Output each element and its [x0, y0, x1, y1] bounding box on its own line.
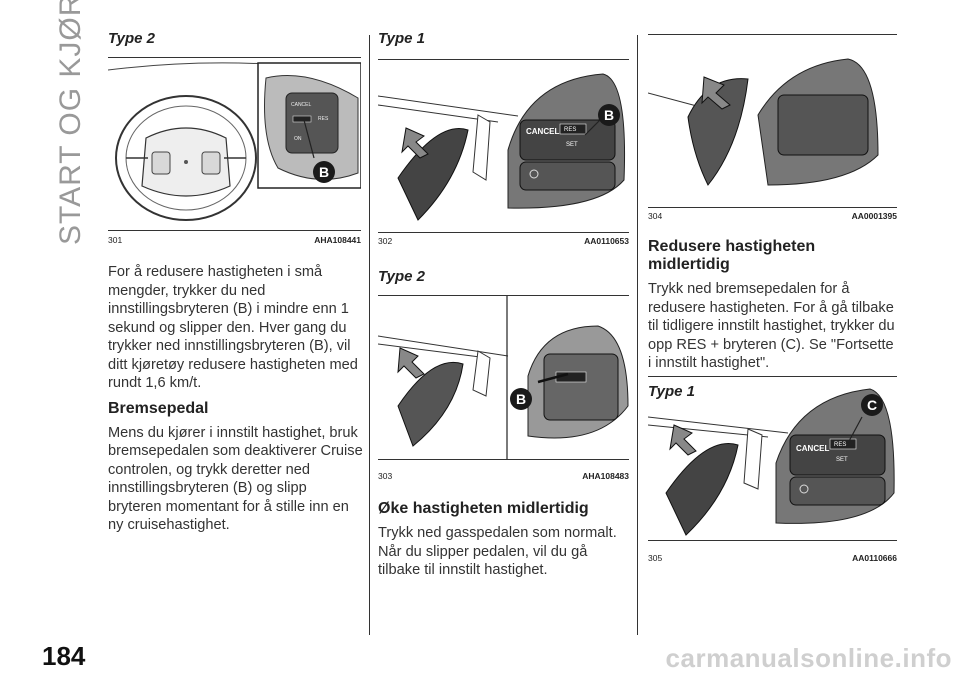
res-label: RES — [564, 127, 576, 133]
res-switch-illustration: CANCEL RES SET C — [647, 388, 895, 536]
figure-304-caption: 304 AA0001395 — [648, 211, 897, 223]
steering-wheel-illustration: CANCEL RES ON B — [107, 62, 362, 221]
figure-303-caption: 303 AHA108483 — [378, 471, 629, 483]
column-divider-2 — [637, 35, 638, 635]
steering-switch-type2-illustration: B — [377, 296, 629, 459]
figure-number: 302 — [378, 236, 393, 246]
heading-reduce-speed: Redusere hastigheten midlertidig — [648, 238, 816, 273]
type-heading: Type 2 — [108, 30, 155, 47]
column-divider-1 — [369, 35, 370, 635]
callout-b: B — [604, 107, 614, 123]
type2-heading: Type 2 — [378, 268, 425, 285]
figure-302: CANCEL RES SET B — [377, 59, 629, 233]
figure-code: AA0110666 — [852, 553, 897, 563]
figure-304 — [647, 34, 897, 208]
column-1: Type 2 — [108, 30, 360, 47]
set-label: SET — [836, 457, 848, 463]
svg-text:RES: RES — [318, 116, 329, 122]
type1-heading: Type 1 — [378, 30, 425, 47]
heading-brake-pedal: Bremsepedal — [108, 399, 209, 417]
callout-b: B — [319, 164, 329, 180]
cancel-label: CANCEL — [526, 127, 559, 136]
paragraph-reduce-speed: Trykk ned bremsepedalen for å redusere h… — [648, 281, 895, 371]
steering-switch-illustration: CANCEL RES SET B — [377, 73, 625, 221]
column-2-heading-type1: Type 1 — [378, 30, 628, 47]
column-1-text: For å redusere hastigheten i små mengder… — [108, 263, 363, 535]
res-label: RES — [834, 442, 846, 448]
figure-code: AA0001395 — [851, 211, 897, 221]
set-label: SET — [566, 142, 578, 148]
figure-number: 305 — [648, 553, 663, 563]
heading-increase-speed: Øke hastigheten midlertidig — [378, 500, 589, 517]
paragraph-reduce-small: For å redusere hastigheten i små mengder… — [108, 264, 358, 391]
figure-302-caption: 302 AA0110653 — [378, 236, 629, 248]
column-2-text: Øke hastigheten midlertidig Trykk ned ga… — [378, 500, 633, 580]
figure-code: AA0110653 — [584, 236, 629, 246]
paragraph-increase-speed: Trykk ned gasspedalen som normalt. Når d… — [378, 525, 617, 578]
figure-305-caption: 305 AA0110666 — [648, 553, 897, 565]
callout-b: B — [516, 391, 526, 407]
paragraph-brake-pedal: Mens du kjører i innstilt hastighet, bru… — [108, 424, 363, 534]
page-number: 184 — [42, 641, 86, 671]
brake-pedal-switch-illustration — [647, 58, 879, 186]
cancel-label: CANCEL — [796, 444, 829, 453]
figure-number: 303 — [378, 471, 393, 481]
svg-text:CANCEL: CANCEL — [291, 102, 312, 108]
column-2-heading-type2: Type 2 — [378, 268, 628, 285]
section-side-title: START OG KJØRING — [54, 0, 87, 245]
figure-number: 301 — [108, 235, 123, 245]
figure-301: CANCEL RES ON B — [107, 57, 362, 231]
figure-code: AHA108483 — [582, 471, 629, 481]
svg-text:ON: ON — [294, 136, 302, 142]
type1-heading: Type 1 — [648, 382, 695, 400]
figure-305: CANCEL RES SET C — [647, 376, 897, 541]
column-3-text: Redusere hastigheten midlertidig Trykk n… — [648, 238, 900, 400]
callout-c: C — [867, 397, 877, 413]
figure-301-caption: 301 AHA108441 — [108, 235, 361, 247]
figure-number: 304 — [648, 211, 663, 221]
figure-code: AHA108441 — [314, 235, 361, 245]
figure-303: B — [377, 295, 629, 460]
watermark: carmanualsonline.info — [665, 643, 952, 673]
